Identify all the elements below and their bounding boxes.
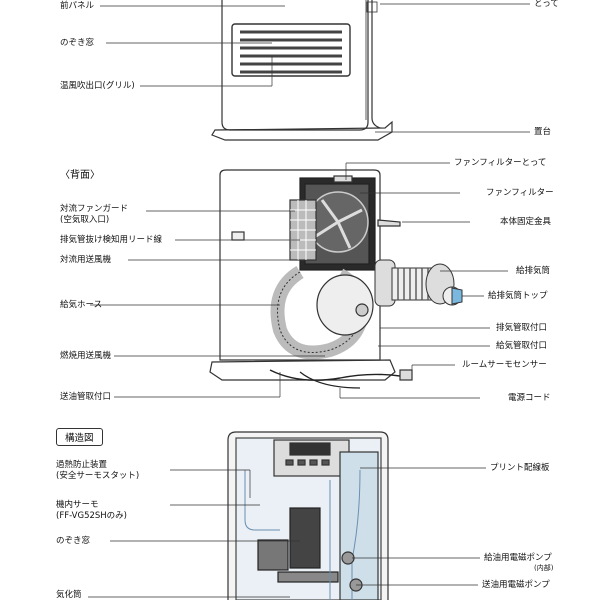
label-flue-pipe: 給排気筒 (516, 266, 551, 276)
back-leaders (90, 162, 508, 399)
front-leaders (100, 3, 530, 133)
label-window: のぞき窓 (60, 38, 95, 48)
label-intake-hose: 給気ホース (60, 300, 103, 310)
label-flue-pipe-top: 給排気筒トップ (488, 291, 548, 301)
structure-view (227, 431, 389, 600)
label-combustion-blower: 燃焼用送風機 (60, 351, 112, 361)
label-oil-feed-pump: 送油用電磁ポンプ (482, 580, 550, 590)
label-base: 置台 (534, 127, 552, 137)
label-convection-fan-guard: 対流ファンガード (空気取入口) (60, 204, 129, 225)
label-front-panel: 前パネル (60, 1, 95, 11)
label-room-thermo-sensor: ルームサーモセンサー (462, 360, 547, 370)
label-power-cord: 電源コード (508, 393, 551, 403)
label-overheat-protection: 過熱防止装置 (安全サーモスタット) (56, 460, 140, 481)
label-exhaust-pipe-port: 排気管取付口 (496, 323, 548, 333)
label-vaporizer: 気化筒 (56, 590, 82, 600)
label-handle: とって (534, 0, 559, 9)
label-body-fixing-bracket: 本体固定金具 (500, 217, 552, 227)
label-pcb: プリント配線板 (490, 463, 550, 473)
label-convection-blower: 対流用送風機 (60, 255, 112, 265)
label-fan-filter-handle: ファンフィルターとって (454, 158, 547, 168)
back-view (209, 169, 463, 389)
structure-section-title: 構造図 (56, 428, 103, 446)
front-view (211, 0, 393, 141)
label-internal-thermo: 機内サーモ (FF-VG52SHのみ) (56, 500, 127, 521)
back-section-title: 〈背面〉 (60, 170, 100, 181)
label-oil-pipe-port: 送油管取付口 (60, 392, 112, 402)
structure-leaders (88, 467, 486, 598)
label-structure-window: のぞき窓 (56, 536, 91, 546)
label-fan-filter: ファンフィルター (486, 188, 554, 198)
label-fuel-supply-pump: 給油用電磁ポンプ (484, 553, 552, 563)
label-intake-pipe-port: 給気管取付口 (496, 341, 548, 351)
label-grille: 温風吹出口(グリル) (60, 81, 135, 91)
label-exhaust-lead-wire: 排気管抜け検知用リード線 (60, 235, 163, 245)
label-internal-note: (内部) (534, 564, 554, 572)
